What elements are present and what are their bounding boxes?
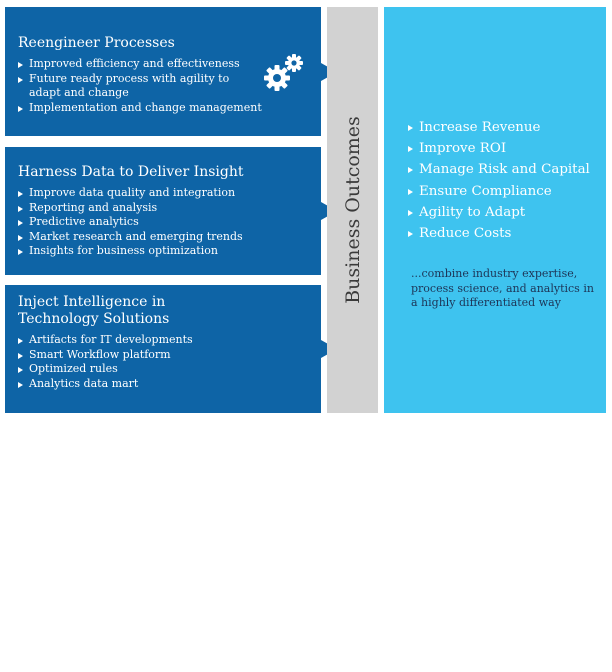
list-item: Optimized rules (18, 362, 321, 377)
outcome-item: Manage Risk and Capital (408, 159, 606, 180)
outcome-item: Agility to Adapt (408, 202, 606, 223)
outcome-item: Improve ROI (408, 138, 606, 159)
business-outcomes-band: Business Outcomes (327, 7, 378, 413)
list-item: Smart Workflow platform (18, 348, 321, 363)
outcomes-list: Increase Revenue Improve ROI Manage Risk… (408, 117, 606, 244)
panel-reengineer-processes: Reengineer Processes Improved efficiency… (5, 7, 337, 136)
panel-inject-intelligence: Inject Intelligence in Technology Soluti… (5, 285, 337, 671)
list-item: Analytics data mart (18, 377, 321, 392)
list-item: Reporting and analysis (18, 201, 321, 216)
panel-title: Reengineer Processes (18, 35, 175, 51)
panel-list: Artifacts for IT developments Smart Work… (18, 333, 321, 391)
list-item: Implementation and change management (18, 101, 321, 116)
list-item: Market research and emerging trends (18, 230, 321, 245)
panel-title: Inject Intelligence in Technology Soluti… (18, 294, 170, 327)
outcomes-panel: Increase Revenue Improve ROI Manage Risk… (384, 7, 606, 413)
band-label: Business Outcomes (341, 116, 364, 304)
panel-title: Harness Data to Deliver Insight (18, 164, 244, 180)
list-item: Future ready process with agility to ada… (18, 72, 244, 101)
list-item: Predictive analytics (18, 215, 321, 230)
gears-icon (264, 54, 303, 91)
outcome-item: Reduce Costs (408, 223, 606, 244)
panel-list: Improve data quality and integration Rep… (18, 186, 321, 259)
list-item: Artifacts for IT developments (18, 333, 321, 348)
list-item: Improved efficiency and effectiveness (18, 57, 321, 72)
panel-harness-data: Harness Data to Deliver Insight Improve … (5, 147, 337, 371)
outcomes-tagline: ...combine industry expertise, process s… (411, 267, 594, 310)
outcome-item: Ensure Compliance (408, 181, 606, 202)
list-item: Improve data quality and integration (18, 186, 321, 201)
panel-list: Improved efficiency and effectiveness Fu… (18, 57, 321, 115)
lightbulb-icon (269, 630, 299, 671)
list-item: Insights for business optimization (18, 244, 321, 259)
outcome-item: Increase Revenue (408, 117, 606, 138)
